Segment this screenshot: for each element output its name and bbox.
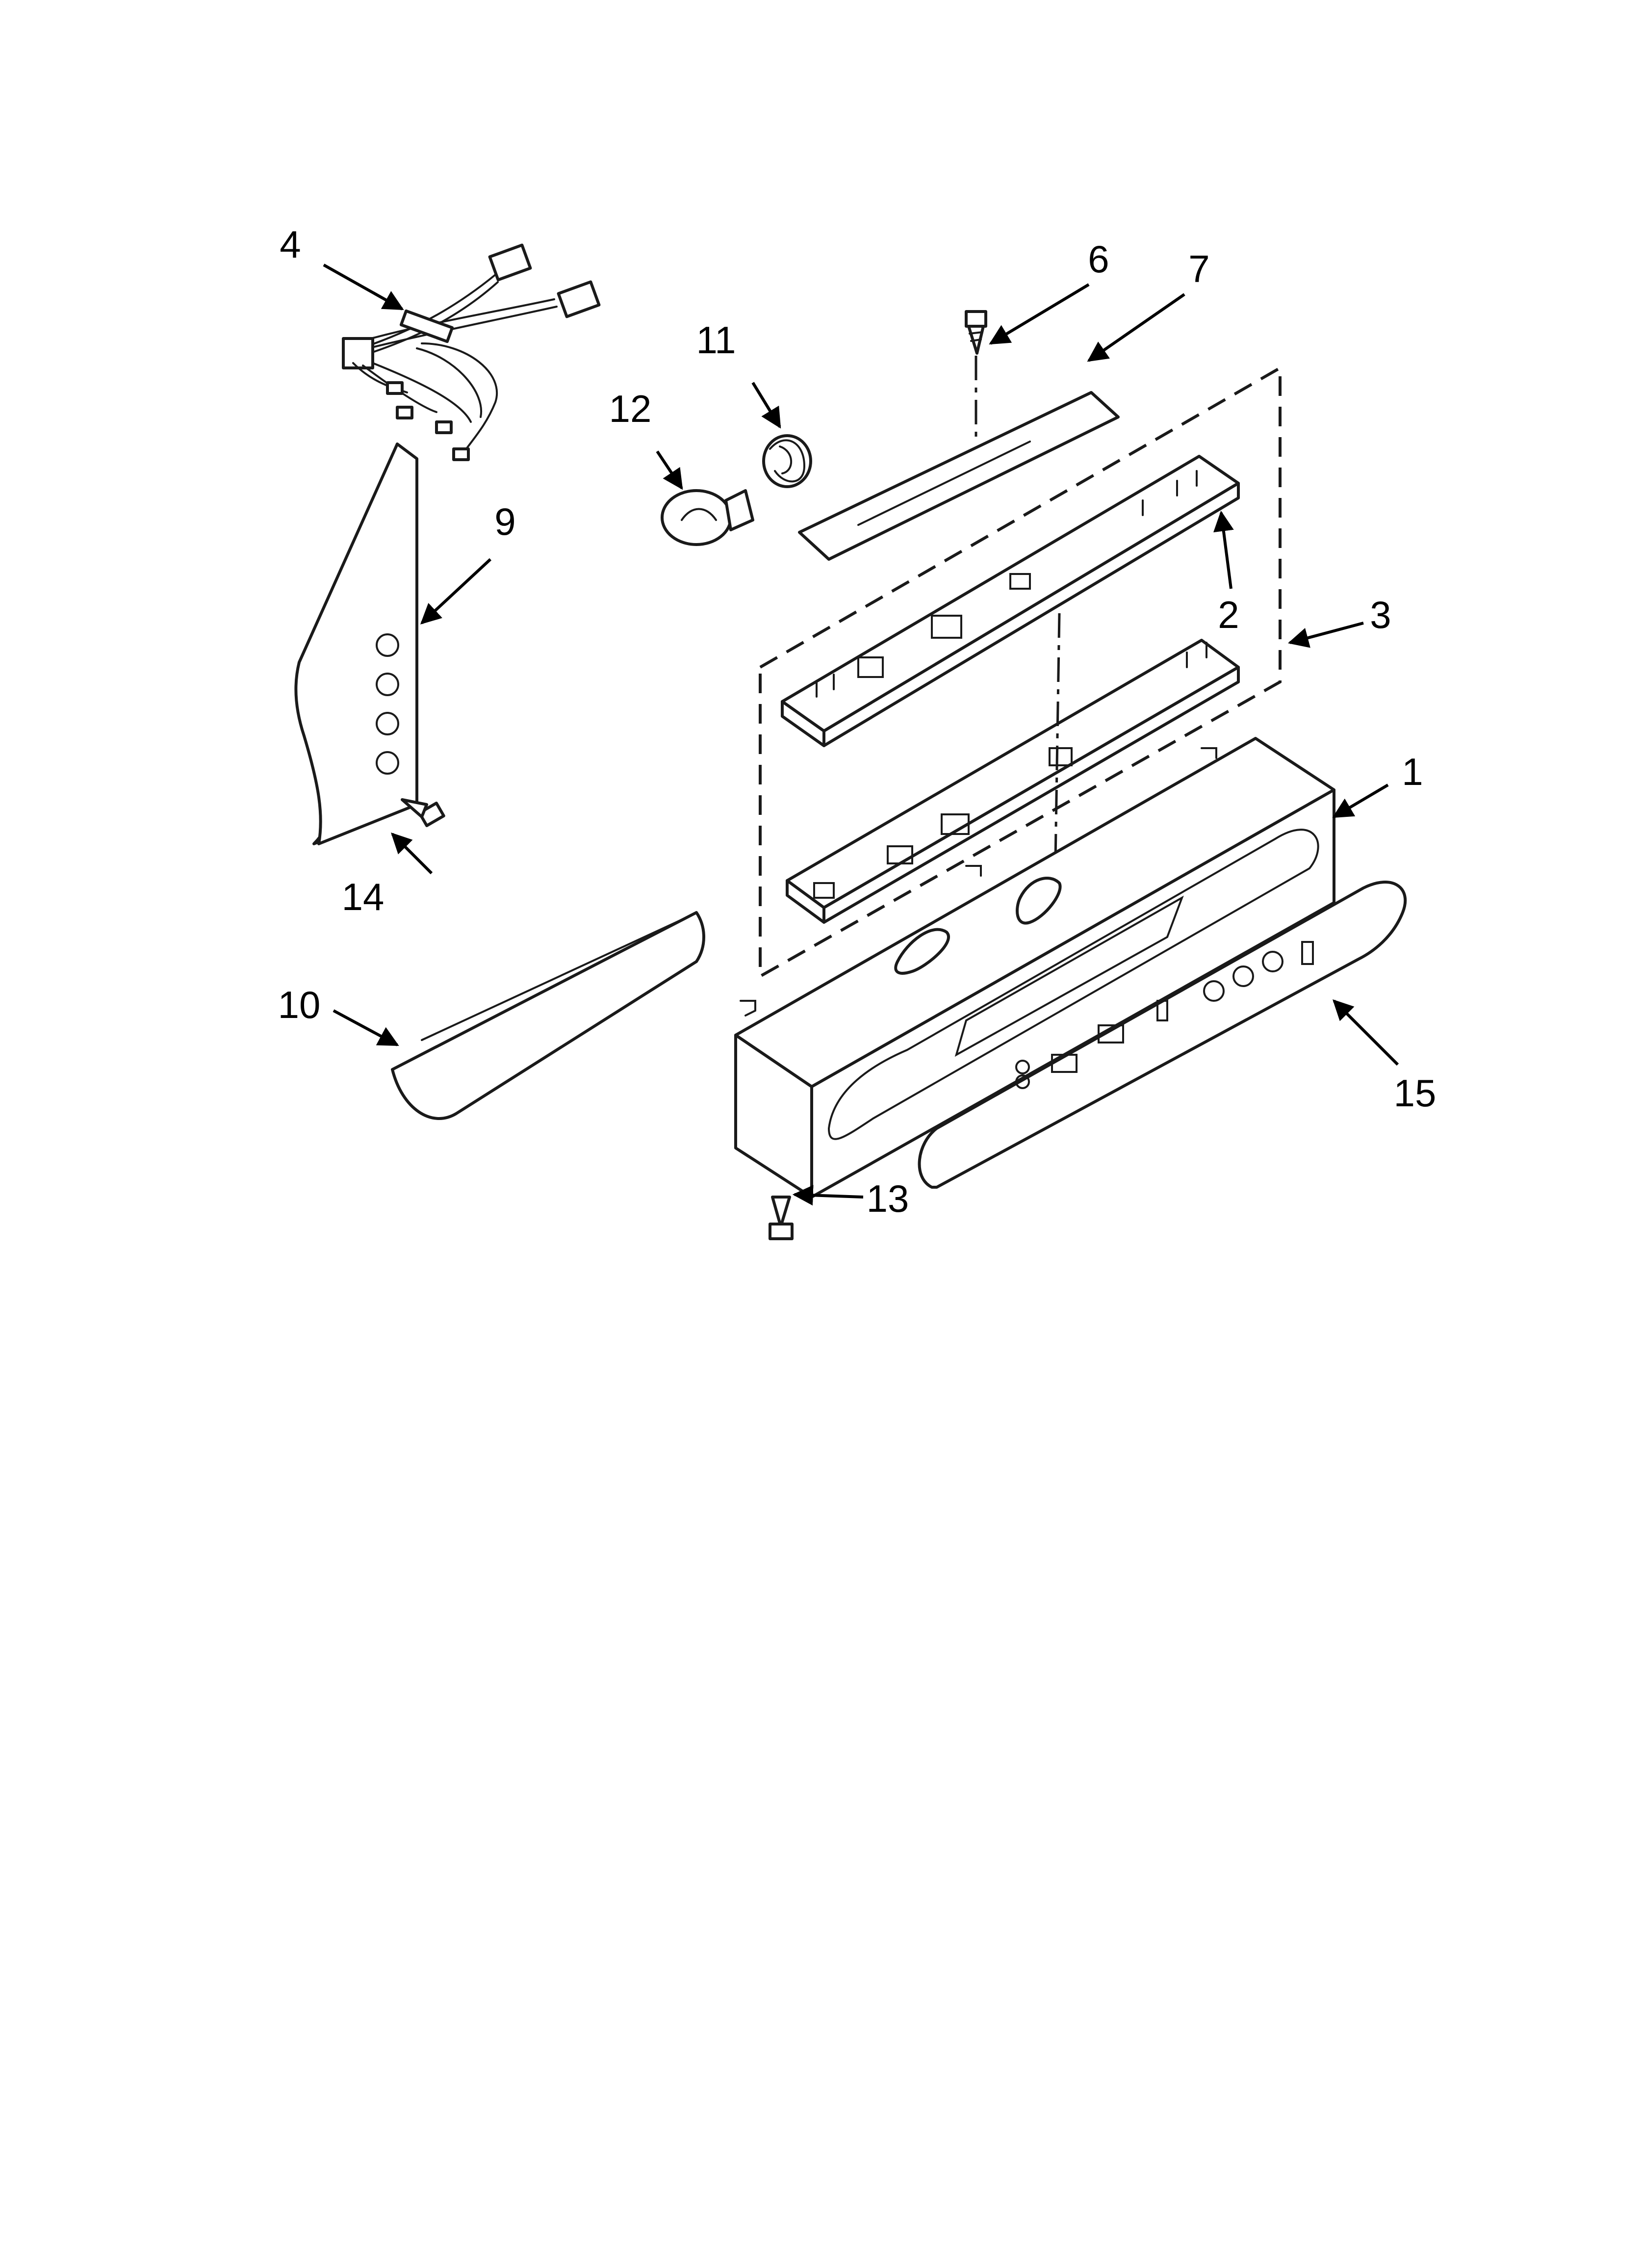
control-overlay-part <box>918 881 1407 1189</box>
screw-14-part <box>401 798 445 827</box>
callout-14: 14 <box>342 875 385 918</box>
callout-10: 10 <box>278 983 321 1026</box>
callout-labels: 4 6 7 11 12 9 2 3 1 14 10 15 13 <box>278 223 1437 1220</box>
bezel-part <box>294 443 418 845</box>
board-assembly-outline <box>759 365 1282 979</box>
housing-part <box>734 737 1335 1199</box>
callout-2: 2 <box>1218 593 1239 636</box>
callout-6: 7 <box>1188 247 1209 290</box>
leader-lines <box>323 263 1399 1206</box>
callout-15: 15 <box>1394 1071 1437 1115</box>
lamp-socket-part <box>762 434 812 488</box>
light-bulb-part <box>661 489 754 546</box>
screw-7-part <box>965 310 987 355</box>
callout-4: 4 <box>280 223 301 266</box>
callout-3: 3 <box>1370 593 1391 636</box>
callout-7: 6 <box>1088 237 1109 281</box>
callout-13: 13 <box>867 1177 909 1220</box>
callout-12: 12 <box>609 387 652 430</box>
center-line <box>1053 613 1061 923</box>
trough-part <box>391 911 705 1120</box>
callout-11: 11 <box>696 318 736 362</box>
control-board-part <box>781 455 1240 747</box>
callout-9: 9 <box>494 500 515 543</box>
screw-13-part <box>769 1196 794 1240</box>
lower-circuit-board <box>786 639 1240 924</box>
wire-harness-part <box>342 243 601 461</box>
cover-plate-part <box>798 391 1120 561</box>
callout-1: 1 <box>1402 750 1423 793</box>
